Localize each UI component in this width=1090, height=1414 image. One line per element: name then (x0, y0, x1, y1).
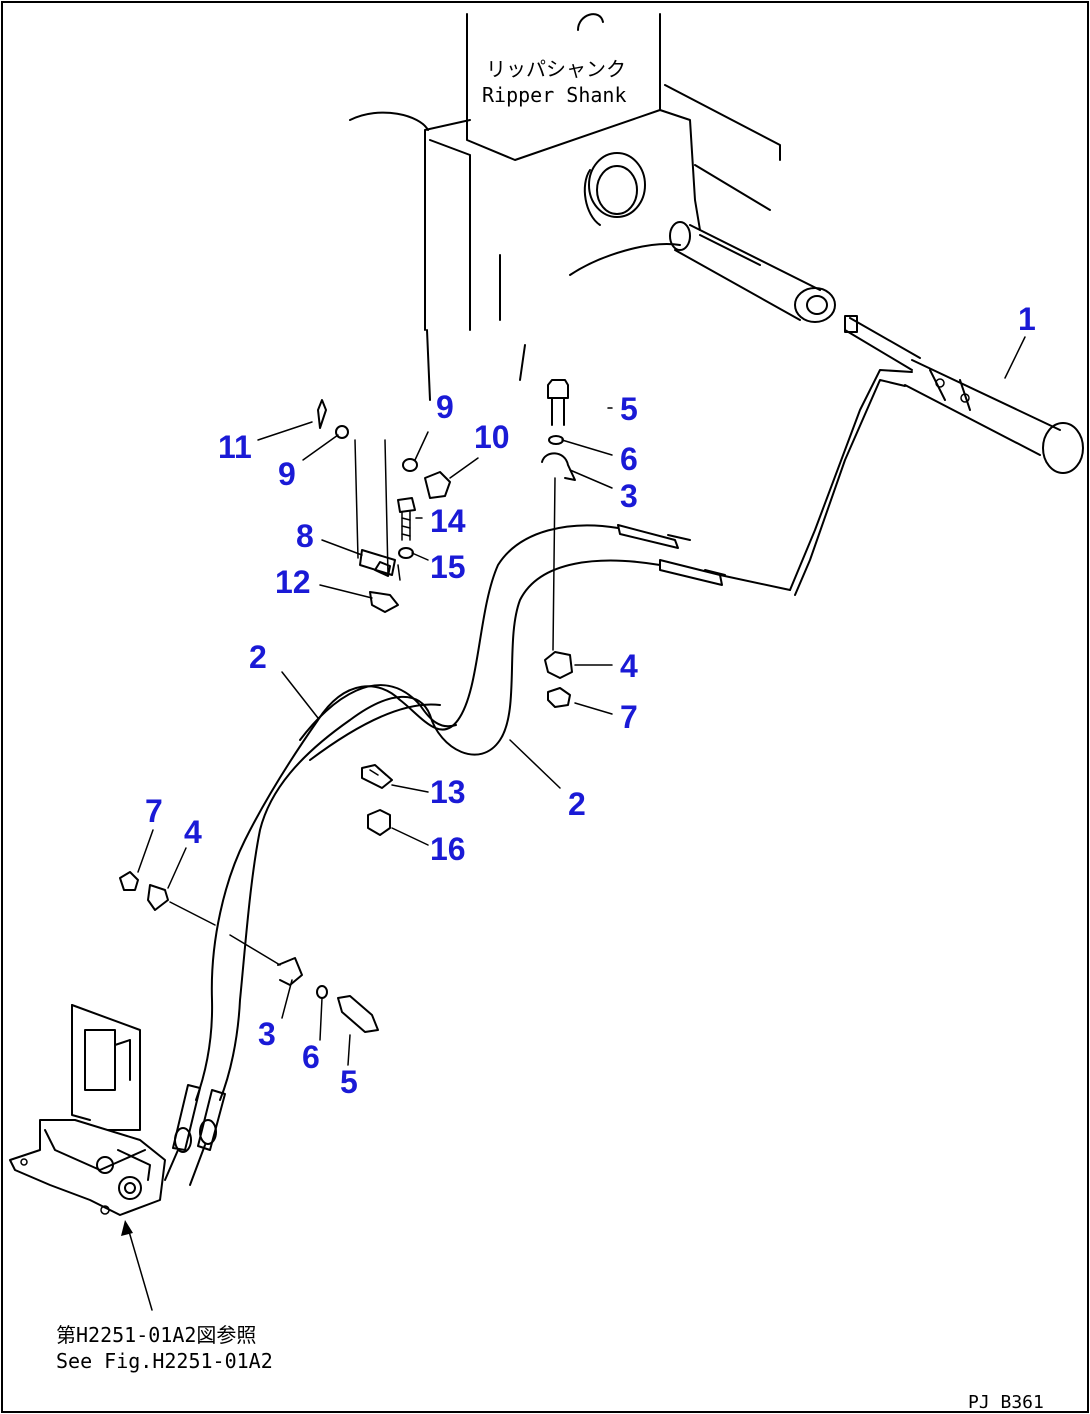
hardware-group (119, 379, 576, 1033)
callout-7-left: 7 (145, 793, 163, 829)
callout-3-bottom: 3 (258, 1016, 276, 1052)
callout-9-left: 9 (278, 456, 296, 492)
callout-5-top: 5 (620, 391, 638, 427)
ripper-shank (349, 13, 836, 401)
callout-12: 12 (275, 564, 311, 600)
callout-16: 16 (430, 831, 466, 867)
callout-10: 10 (474, 419, 510, 455)
callout-15: 15 (430, 549, 466, 585)
callout-1: 1 (1018, 301, 1036, 337)
callout-5-bottom: 5 (340, 1064, 358, 1100)
controller-bracket (9, 1004, 166, 1216)
callout-7-right: 7 (620, 699, 638, 735)
callout-8: 8 (296, 518, 314, 554)
shank-label-en: Ripper Shank (482, 83, 627, 107)
callout-2-left: 2 (249, 639, 267, 675)
callout-9-top: 9 (436, 389, 454, 425)
reference-label-en: See Fig.H2251-01A2 (56, 1349, 273, 1373)
callout-3-top: 3 (620, 478, 638, 514)
reference-label-jp: 第H2251-01A2図参照 (56, 1323, 256, 1347)
callout-11: 11 (218, 429, 252, 465)
callout-2-right: 2 (568, 786, 586, 822)
drawing-code: PJ B361 (968, 1392, 1044, 1413)
callout-6-top: 6 (620, 441, 638, 477)
callout-6-bottom: 6 (302, 1039, 320, 1075)
callout-4-right: 4 (620, 648, 638, 684)
callout-13: 13 (430, 774, 466, 810)
wiring-harness (164, 369, 913, 1186)
callout-4-left: 4 (184, 814, 202, 850)
shank-label-jp: リッパシャンク (486, 57, 626, 81)
sensor-part-1 (844, 315, 1084, 474)
callout-14: 14 (430, 503, 466, 539)
leader-lines (121, 336, 1026, 1311)
